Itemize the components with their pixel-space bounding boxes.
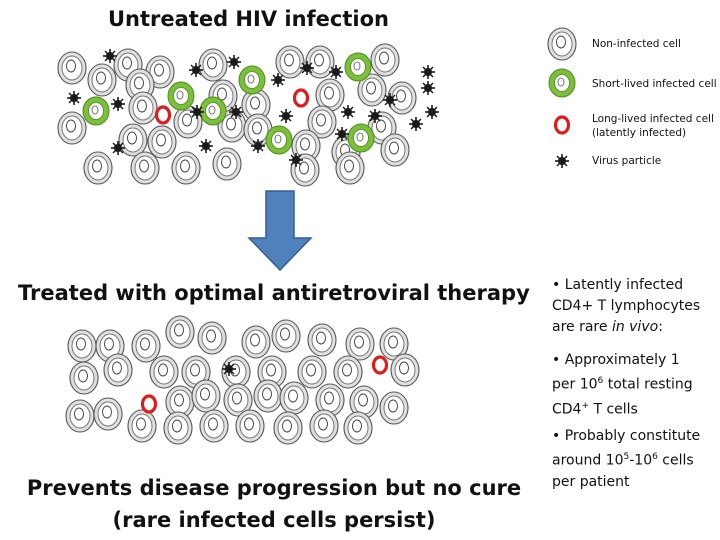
- legend-non-infected-icon: [547, 27, 577, 61]
- untreated-title: Untreated HIV infection: [108, 7, 389, 31]
- note-1-italic: in vivo: [611, 319, 659, 335]
- note-3-dash: -10: [629, 452, 653, 469]
- untreated-cell-field: [57, 43, 440, 187]
- note-2-exponent: 6: [597, 376, 604, 386]
- note-3-around: around 10: [552, 452, 624, 469]
- note-2-cd4: CD4: [552, 401, 582, 418]
- legend-short-lived-icon: [548, 68, 576, 98]
- note-2-line-3: CD4+ T cells: [552, 396, 693, 421]
- legend-short-lived-label: Short-lived infected cell: [592, 78, 717, 90]
- legend-long-lived-icon: [553, 115, 571, 135]
- note-frequency: • Approximately 1 per 106 total resting …: [552, 350, 693, 420]
- treated-title: Treated with optimal antiretroviral ther…: [18, 281, 530, 305]
- note-1-line-3: are rare in vivo:: [552, 317, 700, 338]
- legend-long-lived-line-2: (latently infected): [592, 127, 687, 139]
- legend-long-lived-line-1: Long-lived infected cell: [592, 113, 714, 125]
- legend-long-lived-label: Long-lived infected cell (latently infec…: [592, 112, 714, 140]
- note-3-exp-1: 5: [623, 452, 630, 462]
- treated-cell-field: [65, 315, 420, 445]
- note-1-colon: :: [658, 319, 663, 335]
- prevents-line-2: (rare infected cells persist): [112, 508, 436, 532]
- note-2-total: total resting: [603, 376, 693, 393]
- note-3-cells: cells: [657, 452, 694, 469]
- note-2-line-2: per 106 total resting: [552, 371, 693, 396]
- note-2-per: per 10: [552, 376, 598, 393]
- note-2-plus: +: [581, 400, 590, 411]
- note-1-line-2: CD4+ T lymphocytes: [552, 298, 701, 314]
- prevents-caption: Prevents disease progression but no cure…: [18, 472, 530, 536]
- legend-virus-label: Virus particle: [592, 155, 662, 167]
- note-3-line-3: per patient: [552, 473, 630, 490]
- note-cell-count: • Probably constitute around 105-106 cel…: [552, 426, 700, 493]
- note-3-exp-2: 6: [652, 452, 658, 462]
- down-arrow: [247, 190, 313, 272]
- note-3-line-1: • Probably constitute: [552, 428, 701, 444]
- legend-virus-icon: [554, 153, 570, 169]
- prevents-line-1: Prevents disease progression but no cure: [26, 476, 522, 500]
- note-2-tcells: T cells: [589, 401, 638, 418]
- legend-non-infected-label: Non-infected cell: [592, 38, 681, 50]
- note-latent-rare: • Latently infected CD4+ T lymphocytes a…: [552, 275, 700, 338]
- note-3-line-2: around 105-106 cells: [552, 447, 700, 472]
- note-1-line-1: • Latently infected: [552, 277, 684, 293]
- note-2-line-1: • Approximately 1: [552, 352, 680, 368]
- note-1-text: are rare: [552, 319, 612, 335]
